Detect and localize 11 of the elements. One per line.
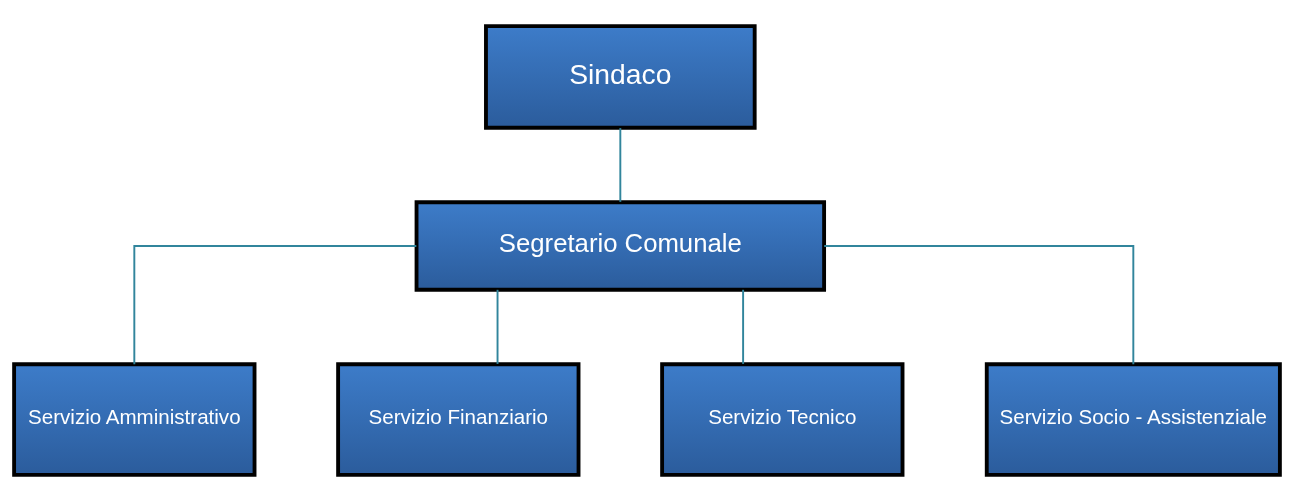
node-box: Segretario Comunale: [414, 200, 827, 292]
node-box: Servizio Socio - Assistenziale: [984, 362, 1282, 477]
connector: [742, 288, 745, 365]
connector: [823, 245, 1135, 366]
connector: [496, 288, 499, 365]
connector: [619, 127, 622, 203]
node-box: Servizio Amministrativo: [12, 362, 257, 477]
node-box: Sindaco: [484, 24, 757, 130]
node-box: Servizio Tecnico: [660, 362, 905, 477]
node-box: Servizio Finanziario: [336, 362, 581, 477]
connector: [133, 245, 418, 366]
